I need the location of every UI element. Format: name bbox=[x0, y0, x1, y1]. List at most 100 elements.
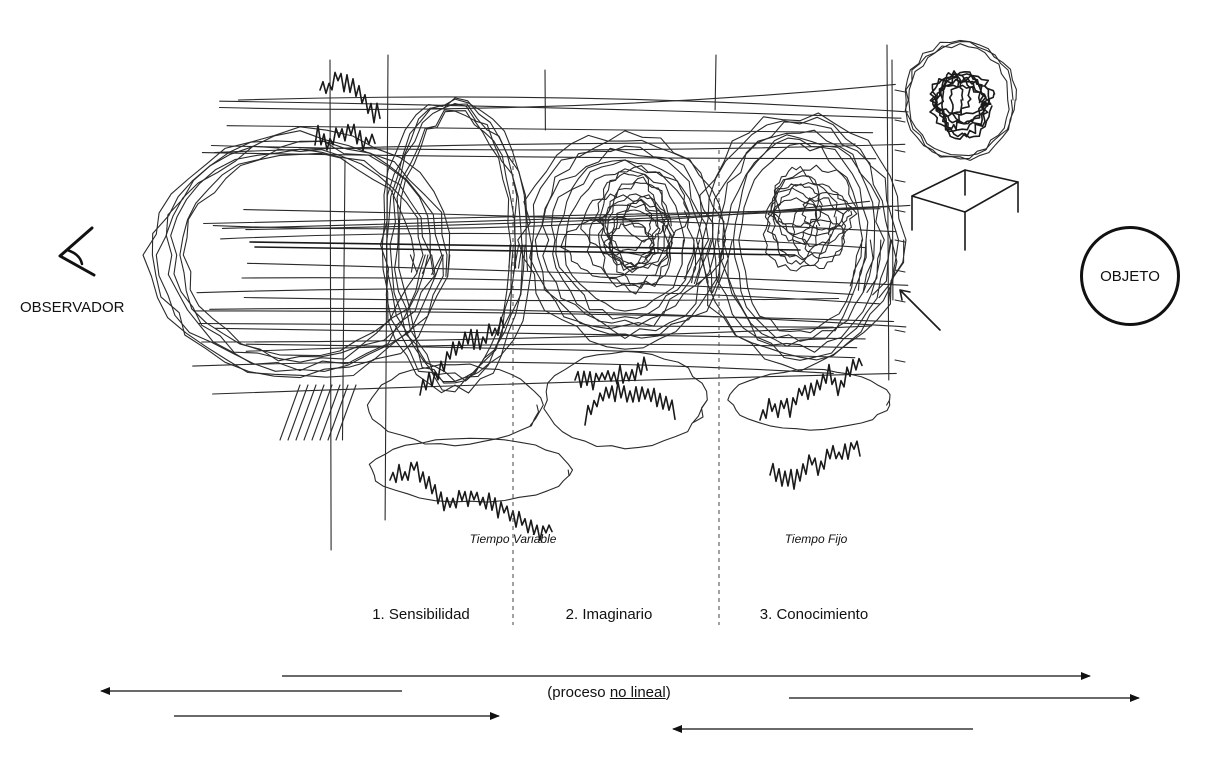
sketch-loop bbox=[182, 152, 418, 357]
sketch-bubble bbox=[368, 437, 574, 503]
sketch-handwriting bbox=[584, 381, 676, 426]
sketch-handwriting bbox=[769, 440, 861, 490]
sketch-loop bbox=[904, 41, 1014, 160]
sketch-loop bbox=[541, 147, 712, 329]
sketch-stroke bbox=[192, 361, 834, 374]
sketch-stroke bbox=[241, 277, 854, 295]
sketch-handwriting bbox=[314, 123, 376, 152]
sketch-knot bbox=[931, 75, 972, 118]
sketch-stroke bbox=[213, 142, 856, 154]
sketch-bubble bbox=[543, 350, 708, 450]
sketch-knot bbox=[792, 197, 847, 270]
sketch-loop bbox=[904, 39, 1017, 161]
sketch-tick bbox=[894, 179, 906, 183]
sketch-loop bbox=[564, 168, 686, 312]
sketch-bubble bbox=[727, 368, 891, 431]
process-note: (proceso no lineal) bbox=[547, 684, 670, 701]
sketch-loop bbox=[529, 139, 726, 339]
sketch-knot bbox=[773, 165, 820, 246]
sketch-knot bbox=[801, 219, 846, 259]
sketch-hatch bbox=[287, 384, 309, 441]
sketch-loop bbox=[738, 142, 864, 334]
sketch-stroke bbox=[246, 262, 909, 286]
sketch-loop bbox=[151, 130, 448, 379]
sketch-stroke bbox=[245, 343, 858, 352]
sketch-vertical bbox=[886, 44, 890, 381]
sketch-stroke bbox=[237, 96, 909, 113]
sketch-hatch bbox=[303, 384, 325, 441]
sketch-stroke bbox=[212, 372, 897, 395]
observer-label: OBSERVADOR bbox=[20, 299, 125, 316]
sketch-handwriting bbox=[319, 71, 381, 124]
sketch-tick bbox=[894, 239, 906, 243]
sketch-hatch bbox=[327, 384, 349, 441]
sketch-stroke bbox=[196, 288, 880, 305]
sketch-vertical bbox=[341, 159, 346, 441]
sketch-tick bbox=[894, 89, 906, 93]
sketch-knot bbox=[603, 222, 655, 268]
sketch-knot bbox=[934, 73, 988, 138]
sketch-knot bbox=[764, 175, 838, 261]
sketch-tick bbox=[894, 269, 906, 273]
sketch-stroke bbox=[201, 325, 873, 343]
sketch-tick bbox=[894, 329, 906, 333]
sketch-tick bbox=[894, 299, 906, 303]
sketch-hatch bbox=[311, 384, 333, 441]
sketch-hatch bbox=[295, 384, 317, 441]
sketch-hatch bbox=[335, 384, 357, 441]
sketch-stroke bbox=[201, 152, 877, 160]
sketch-handwriting bbox=[574, 356, 648, 391]
sketch-loop bbox=[722, 134, 876, 347]
sketch-knot bbox=[606, 181, 675, 269]
sketch-vertical bbox=[891, 59, 894, 301]
sketch-knot bbox=[762, 197, 832, 272]
stage-label-imaginario: 2. Imaginario bbox=[565, 606, 653, 623]
sketch-table-legs bbox=[911, 169, 1019, 251]
stage-label-conocimiento: 3. Conocimiento bbox=[759, 606, 869, 623]
sketch-knot bbox=[594, 165, 689, 256]
process-note-suffix: ) bbox=[665, 684, 671, 701]
sketch-hatch bbox=[279, 384, 301, 441]
sketch-loop bbox=[550, 159, 704, 326]
sketch-stroke bbox=[226, 125, 874, 134]
hand-drawn-sketch bbox=[142, 39, 1019, 551]
sketch-knot bbox=[935, 78, 986, 125]
sketch-stroke bbox=[210, 143, 906, 151]
sketch-tick bbox=[894, 119, 906, 123]
sketch-loop bbox=[385, 103, 526, 383]
sketch-stroke bbox=[243, 296, 840, 302]
sketch-stroke bbox=[214, 327, 866, 340]
sketch-handwriting bbox=[419, 316, 505, 396]
sketch-arrow bbox=[899, 289, 941, 331]
stage-label-sensibilidad: 1. Sensibilidad bbox=[372, 606, 470, 623]
sketch-stroke bbox=[198, 322, 834, 328]
eye-icon bbox=[58, 226, 96, 277]
sketch-loop bbox=[555, 159, 696, 320]
sketch-stroke bbox=[243, 209, 897, 233]
time-variable-label: Tiempo Variable bbox=[469, 532, 557, 546]
process-note-emphasis: no lineal bbox=[609, 684, 666, 701]
sketch-hatch bbox=[319, 384, 341, 441]
sketch-tick bbox=[894, 209, 906, 213]
sketch-loop bbox=[179, 148, 426, 362]
process-note-prefix: (proceso bbox=[547, 684, 610, 701]
object-circle: OBJETO bbox=[1080, 226, 1180, 326]
sketch-stroke bbox=[245, 343, 856, 359]
sketch-stroke bbox=[219, 100, 902, 119]
sketch-tick bbox=[894, 359, 906, 363]
sketch-vertical bbox=[714, 54, 717, 111]
sketch-loop bbox=[732, 137, 869, 342]
sketch-loop bbox=[695, 112, 907, 372]
sketch-handwriting bbox=[759, 357, 863, 421]
object-label: OBJETO bbox=[1100, 267, 1160, 285]
sketch-vertical bbox=[329, 59, 332, 551]
sketch-knot bbox=[929, 72, 996, 116]
sketch-stroke bbox=[203, 208, 881, 225]
sketch-loop bbox=[711, 121, 893, 361]
sketch-knot bbox=[929, 84, 989, 133]
sketch-handwriting bbox=[389, 461, 553, 541]
sketch-stroke bbox=[193, 310, 895, 323]
sketch-axis bbox=[249, 241, 801, 251]
process-arrows bbox=[100, 672, 1140, 733]
